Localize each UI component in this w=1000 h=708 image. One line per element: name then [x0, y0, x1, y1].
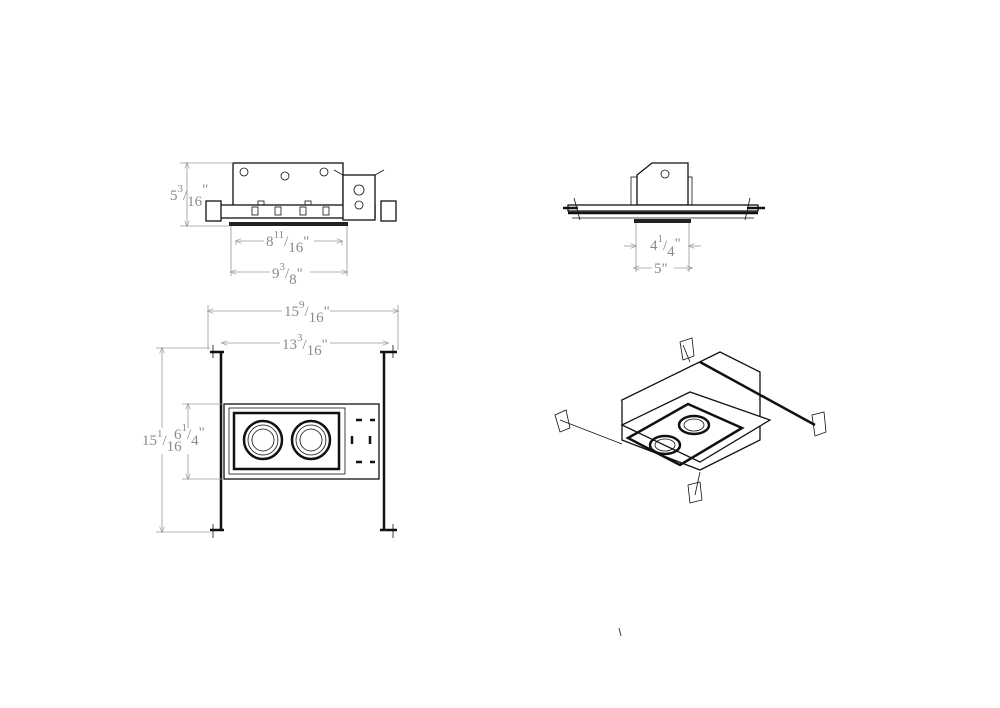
- isometric-view: [554, 337, 827, 504]
- front-inner-width-label: 811/16": [266, 229, 309, 256]
- side-aperture-label: 41/4": [650, 233, 681, 260]
- stray-mark: [618, 627, 622, 637]
- side-view: 41/4" 5": [563, 162, 765, 277]
- plan-housing-length-label: 61/4": [174, 422, 205, 449]
- plan-overall-width-label: 159/16": [284, 299, 330, 326]
- front-view: 53/16" 811/16" 93/8": [170, 163, 397, 288]
- plan-overall-length-label: 151/16: [142, 428, 182, 455]
- plan-view: 159/16" 133/16" 151/16 61/4": [142, 298, 398, 538]
- plan-rail-width-label: 133/16": [282, 332, 328, 359]
- front-outer-width-label: 93/8": [272, 261, 303, 288]
- side-width-label: 5": [654, 261, 668, 277]
- front-height-label: 53/16": [170, 182, 208, 210]
